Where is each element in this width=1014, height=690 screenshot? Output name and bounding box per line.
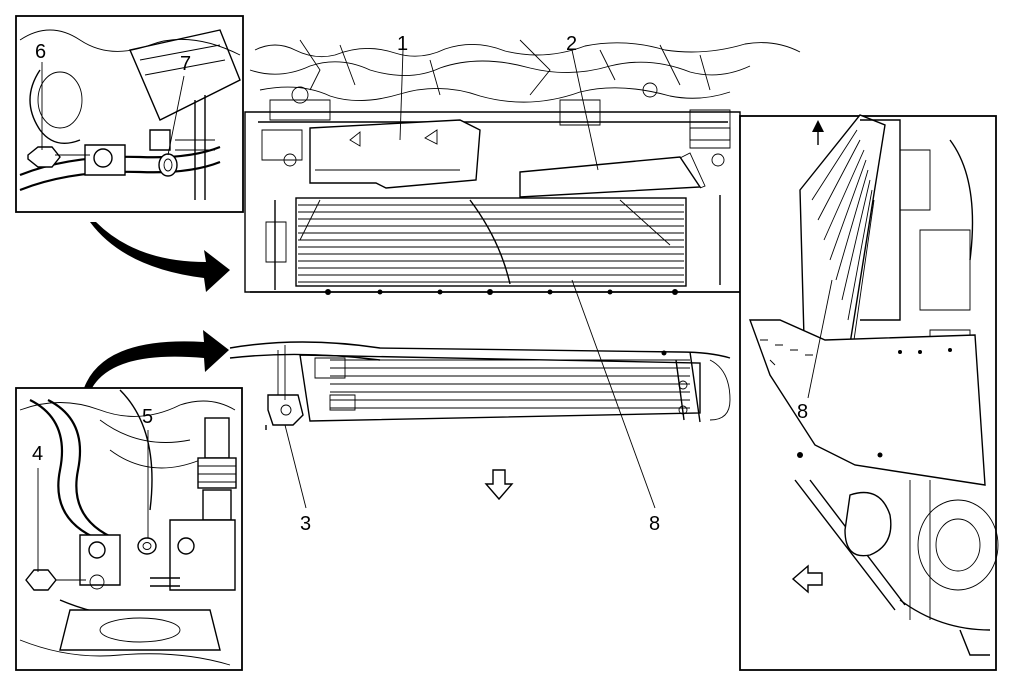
inset-right [739,114,999,671]
direction-arrow-down [484,469,514,501]
callout-4: 4 [32,443,43,465]
inset-top-left [15,15,244,213]
air-baffle-1 [309,119,481,189]
callout-7: 7 [180,53,191,75]
callout-3: 3 [300,513,311,535]
callout-1: 1 [397,33,408,55]
callout-2: 2 [566,33,577,55]
callout-6: 6 [35,41,46,63]
leader-lines [37,49,833,572]
main-lower-view [229,341,731,501]
air-baffle-2 [519,156,702,198]
curved-arrow-upper [90,222,230,292]
callout-8-main: 8 [649,513,660,535]
callout-8-inset: 8 [797,401,808,423]
seal-5 [137,537,157,555]
bracket-3 [267,394,304,426]
inset-bottom-left [15,387,243,671]
bolt-6 [27,146,61,168]
main-upper-view [244,39,801,295]
direction-arrow-left [791,564,823,594]
seal-7 [158,153,178,177]
condenser-core [295,197,687,287]
curved-arrow-lower [84,330,229,388]
callout-5: 5 [142,406,153,428]
